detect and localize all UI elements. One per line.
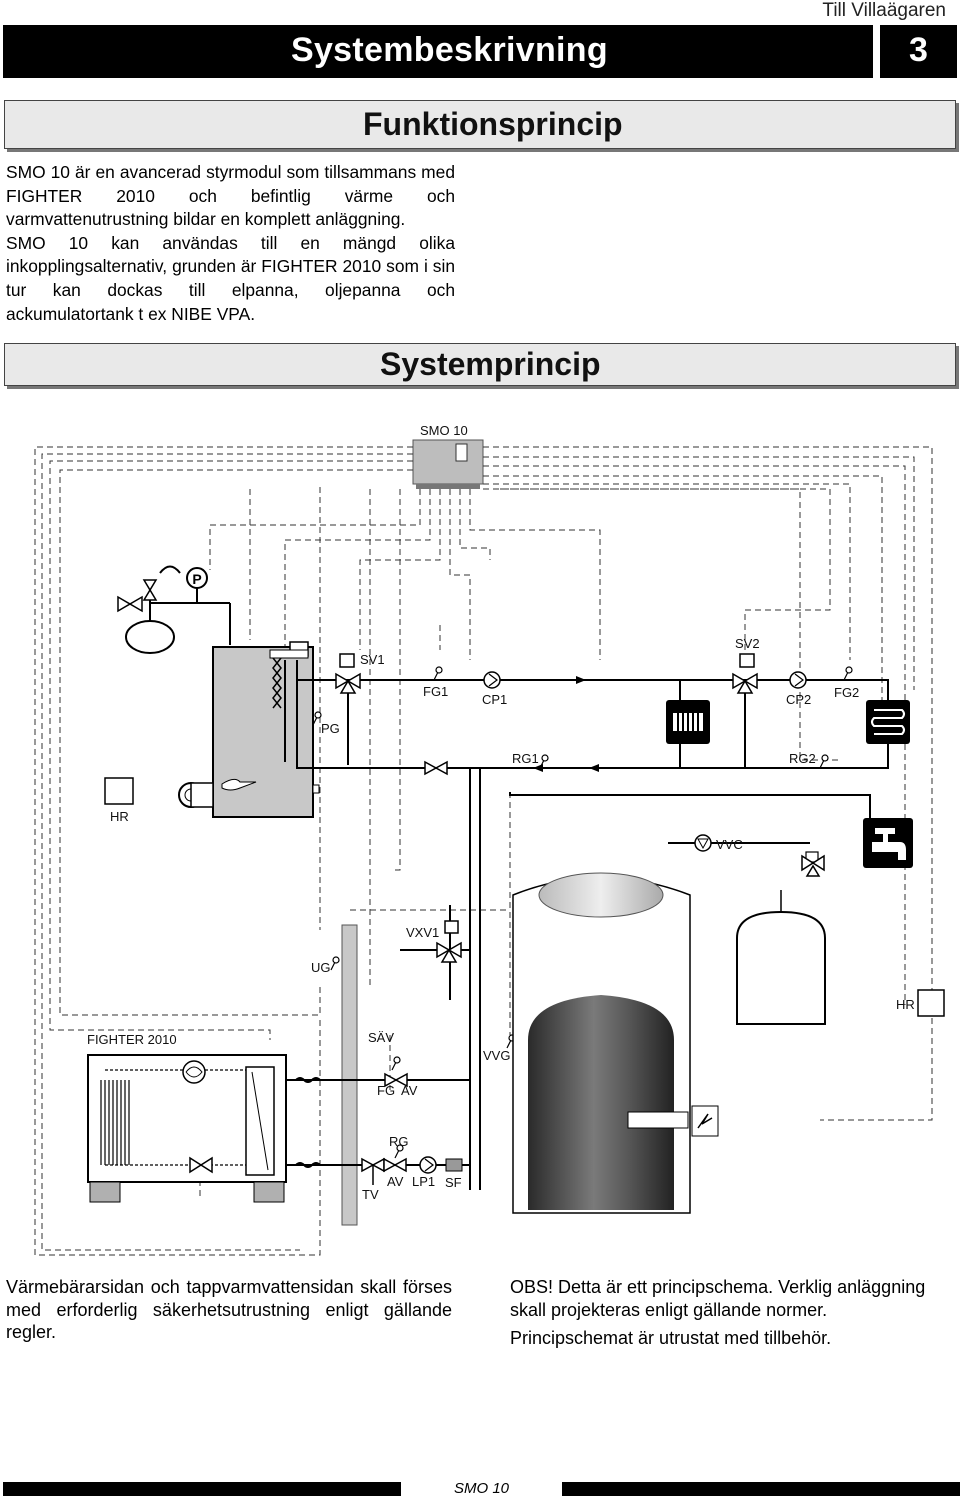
section-title: Funktionsprincip bbox=[363, 106, 623, 142]
label-vvc: VVC bbox=[716, 837, 743, 852]
label-sf: SF bbox=[445, 1175, 462, 1190]
safety-note: Värmebärarsidan och tappvarmvattensidan … bbox=[6, 1277, 452, 1342]
section-heading-funktionsprincip: Funktionsprincip bbox=[4, 100, 956, 149]
cp2-pump-icon bbox=[789, 671, 807, 689]
section-title: Systemprincip bbox=[380, 346, 601, 382]
label-av: AV bbox=[401, 1083, 418, 1098]
hr-relay-box bbox=[104, 777, 134, 805]
label-cp2: CP2 bbox=[786, 692, 811, 707]
burner-icon bbox=[178, 778, 257, 808]
label-sv1: SV1 bbox=[360, 652, 385, 667]
radiator-icon bbox=[666, 700, 710, 744]
hot-water-circulation bbox=[509, 792, 871, 877]
label-cp1: CP1 bbox=[482, 692, 507, 707]
label-sav: SÄV bbox=[368, 1030, 394, 1045]
label-hr-2: HR bbox=[896, 997, 915, 1012]
diagram-labels: SMO 10 SV1 SV2 FG1 CP1 CP2 FG2 PG RG1 RG… bbox=[87, 423, 915, 1202]
sv2-mixing-valve bbox=[732, 653, 758, 694]
heat-pump-valves bbox=[361, 1072, 463, 1185]
intro-paragraph-2: SMO 10 kan användas till en mängd olika … bbox=[6, 232, 455, 324]
smo-control-unit bbox=[412, 439, 484, 489]
label-fg1: FG1 bbox=[423, 684, 448, 699]
accumulator-tank bbox=[512, 872, 719, 1214]
outer-wall bbox=[341, 924, 358, 1226]
intro-paragraph-1: SMO 10 är en avancerad styrmodul som til… bbox=[6, 162, 455, 230]
sv1-mixing-valve bbox=[335, 653, 361, 694]
obs-note: OBS! Detta är ett principschema. Verklig… bbox=[510, 1276, 960, 1356]
vxv1-valve bbox=[400, 905, 470, 1000]
label-lp1: LP1 bbox=[412, 1174, 435, 1189]
title-bar: Systembeskrivning bbox=[3, 25, 873, 78]
label-fg2: FG2 bbox=[834, 685, 859, 700]
expansion-vessel bbox=[117, 565, 231, 654]
fighter-heat-pump bbox=[87, 1054, 287, 1203]
temperature-sensors bbox=[312, 666, 853, 1159]
label-vvg: VVG bbox=[483, 1048, 510, 1063]
label-pg: PG bbox=[321, 721, 340, 736]
label-hr: HR bbox=[110, 809, 129, 824]
page-number: 3 bbox=[909, 31, 928, 69]
label-fg: FG bbox=[377, 1083, 395, 1098]
label-av-2: AV bbox=[387, 1174, 404, 1189]
label-fighter: FIGHTER 2010 bbox=[87, 1032, 177, 1047]
cp1-pump-icon bbox=[483, 671, 501, 689]
audience-label: Till Villaägaren bbox=[822, 0, 946, 21]
footer-product-name: SMO 10 bbox=[453, 1480, 510, 1497]
pressure-gauge-icon: P bbox=[186, 567, 208, 589]
page-number-box: 3 bbox=[880, 25, 957, 78]
page-title: Systembeskrivning bbox=[291, 31, 608, 69]
hr-relay-box-2 bbox=[917, 989, 945, 1017]
water-tap-icon bbox=[863, 818, 913, 868]
floor-heating-icon bbox=[866, 700, 910, 744]
intro-text: SMO 10 är en avancerad styrmodul som til… bbox=[6, 161, 455, 326]
label-smo: SMO 10 bbox=[420, 423, 468, 438]
label-rg2: RG2 bbox=[789, 751, 816, 766]
section-heading-systemprincip: Systemprincip bbox=[4, 343, 956, 386]
label-rg: RG bbox=[389, 1134, 409, 1149]
obs-note-2: Principschemat är utrustat med tillbehör… bbox=[510, 1328, 832, 1348]
check-valve-icon bbox=[424, 760, 448, 776]
label-sv2: SV2 bbox=[735, 636, 760, 651]
label-p: P bbox=[192, 571, 201, 587]
footer-bar-right bbox=[562, 1482, 960, 1496]
water-heater bbox=[736, 890, 826, 1025]
label-tv: TV bbox=[362, 1187, 379, 1202]
label-ug: UG bbox=[311, 960, 331, 975]
label-vxv1: VXV1 bbox=[406, 925, 439, 940]
label-rg1: RG1 bbox=[512, 751, 539, 766]
boiler bbox=[212, 641, 320, 818]
control-cables bbox=[34, 446, 933, 1256]
footer-bar-left bbox=[3, 1482, 401, 1496]
obs-note-1: OBS! Detta är ett principschema. Verklig… bbox=[510, 1277, 926, 1320]
